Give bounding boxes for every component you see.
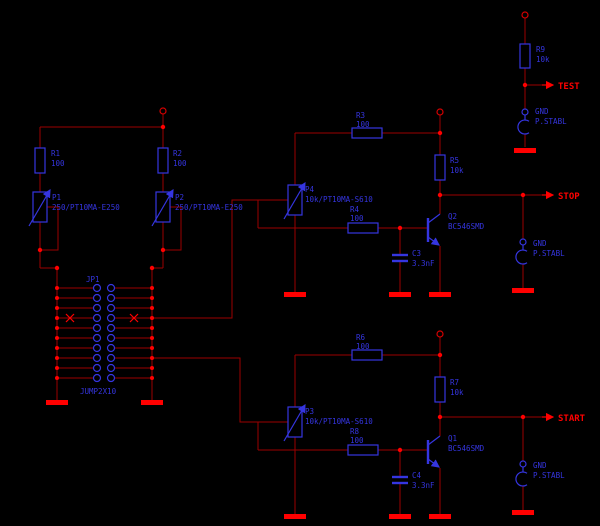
ground-symbols	[46, 148, 536, 519]
resistor-r7[interactable]: R7 10k	[434, 376, 464, 403]
component-value: BC546SMD	[448, 222, 485, 231]
capacitor-c3[interactable]: C3 3.3nF	[392, 249, 435, 268]
ground-icon	[389, 292, 411, 297]
trimmer-p4[interactable]: P4 10k/PT10MA-S610	[283, 181, 373, 220]
component-value: 3.3nF	[412, 259, 435, 268]
component-value: 100	[350, 214, 364, 223]
net-label-text: START	[558, 414, 586, 424]
component-value: 250/PT10MA-E250	[52, 203, 120, 212]
resistor-r5[interactable]: R5 10k	[434, 154, 464, 181]
component-name: R6	[356, 333, 366, 342]
component-name: P2	[175, 193, 184, 202]
component-name: R9	[536, 45, 545, 54]
ground-icon	[514, 148, 536, 153]
component-value: 250/PT10MA-E250	[175, 203, 243, 212]
pin-name: GND	[533, 239, 547, 248]
supply-pin-icon	[436, 330, 444, 338]
resistor-r6[interactable]: R6 100	[351, 333, 383, 361]
net-label-start[interactable]: START	[542, 412, 586, 424]
component-value: 10k/PT10MA-S610	[305, 195, 373, 204]
component-value: 100	[350, 436, 364, 445]
supply-pin-icon	[521, 11, 529, 19]
resistor-r1[interactable]: R1 100	[34, 147, 65, 174]
component-value: 3.3nF	[412, 481, 435, 490]
net-label-text: STOP	[558, 192, 580, 202]
component-name: P4	[305, 185, 315, 194]
transistor-q2[interactable]: Q2 BC546SMD	[426, 212, 485, 246]
component-name: R4	[350, 205, 360, 214]
component-name: R7	[450, 378, 459, 387]
capacitor-c4[interactable]: C4 3.3nF	[392, 471, 435, 490]
component-value: 10k/PT10MA-S610	[305, 417, 373, 426]
component-name: C4	[412, 471, 422, 480]
component-name: Q1	[448, 434, 457, 443]
resistor-r3[interactable]: R3 100	[351, 111, 383, 139]
component-name: R5	[450, 156, 459, 165]
component-value: 10k	[536, 55, 550, 64]
power-supply-pins	[159, 11, 529, 338]
gnd-pin-stop[interactable]: GND P.STABL	[515, 238, 565, 265]
connector-pins	[92, 283, 116, 383]
resistor-r9[interactable]: R9 10k	[519, 43, 550, 69]
component-name: R3	[356, 111, 365, 120]
trimmer-p1[interactable]: P1 250/PT10MA-E250	[28, 188, 120, 227]
component-value: 100	[51, 159, 65, 168]
component-name: C3	[412, 249, 421, 258]
ground-icon	[284, 292, 306, 297]
component-name: R8	[350, 427, 360, 436]
component-name: JP1	[86, 275, 100, 284]
component-name: P1	[52, 193, 61, 202]
ground-icon	[512, 510, 534, 515]
component-value: 10k	[450, 166, 464, 175]
supply-pin-icon	[436, 108, 444, 116]
component-name: R2	[173, 149, 182, 158]
ground-icon	[141, 400, 163, 405]
ground-icon	[512, 288, 534, 293]
resistor-r4[interactable]: R4 100	[347, 205, 379, 234]
resistor-r8[interactable]: R8 100	[347, 427, 379, 456]
component-value: 100	[356, 120, 370, 129]
transistor-q1[interactable]: Q1 BC546SMD	[426, 434, 485, 468]
gnd-pin-start[interactable]: GND P.STABL	[515, 460, 565, 487]
component-name: Q2	[448, 212, 457, 221]
connector-jp1[interactable]: JP1 JUMP2X10	[65, 275, 139, 396]
junction-dots	[37, 82, 528, 453]
net-label-test[interactable]: TEST	[542, 80, 580, 92]
ground-icon	[46, 400, 68, 405]
resistor-r2[interactable]: R2 100	[157, 147, 187, 174]
trimmer-p3[interactable]: P3 10k/PT10MA-S610	[283, 403, 373, 442]
gnd-pin-test[interactable]: GND P.STABL	[517, 107, 567, 135]
component-value: JUMP2X10	[80, 387, 117, 396]
net-label-stop[interactable]: STOP	[542, 190, 580, 202]
component-name: P3	[305, 407, 314, 416]
trimmer-p2[interactable]: P2 250/PT10MA-E250	[151, 188, 243, 227]
component-value: BC546SMD	[448, 444, 485, 453]
pin-name: GND	[533, 461, 547, 470]
component-name: R1	[51, 149, 60, 158]
pin-name: GND	[535, 107, 549, 116]
component-value: 10k	[450, 388, 464, 397]
component-value: 100	[173, 159, 187, 168]
component-value: 100	[356, 342, 370, 351]
ground-icon	[389, 514, 411, 519]
ground-icon	[429, 514, 451, 519]
wires	[39, 18, 542, 514]
pin-value: P.STABL	[533, 249, 565, 258]
ground-icon	[284, 514, 306, 519]
net-label-text: TEST	[558, 82, 580, 92]
supply-pin-icon	[159, 107, 167, 115]
pin-value: P.STABL	[533, 471, 565, 480]
jumper-cross-marks	[65, 313, 139, 323]
ground-icon	[429, 292, 451, 297]
pin-value: P.STABL	[535, 117, 567, 126]
